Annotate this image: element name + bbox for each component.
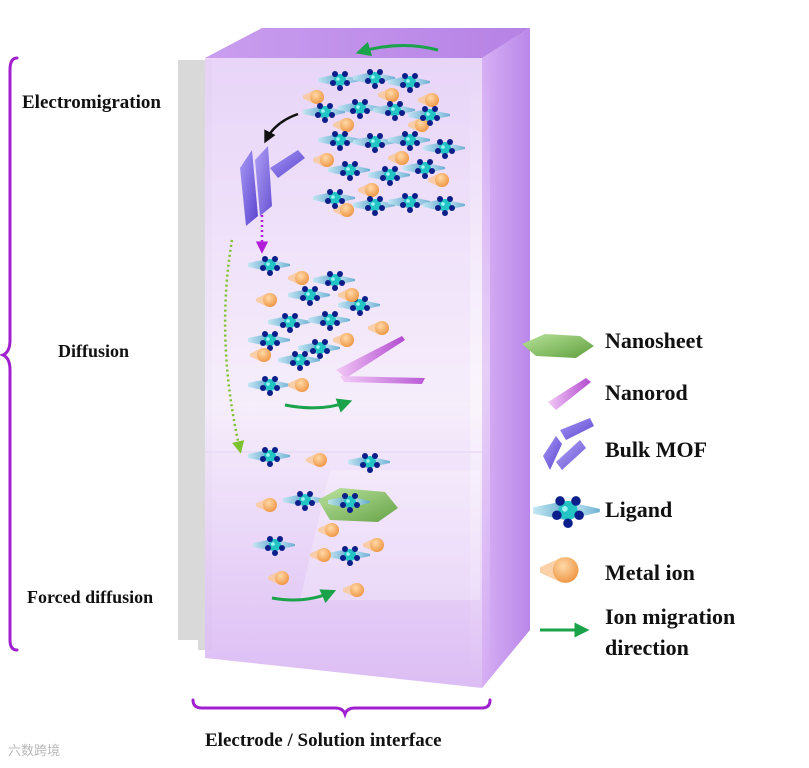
nanorod-legend-icon [548, 378, 591, 410]
stage-label-forced-diffusion: Forced diffusion [27, 587, 154, 607]
stage-label-electromigration: Electromigration [22, 92, 161, 113]
prism-top-face [205, 28, 530, 58]
electrode-plate [178, 60, 212, 650]
top-migration-arrow [355, 41, 439, 57]
stage-label-diffusion: Diffusion [58, 341, 130, 361]
bulk-mof-legend-icon [543, 418, 594, 470]
legend-label-metal-ion: Metal ion [605, 560, 695, 585]
legend-label-ligand: Ligand [605, 497, 673, 522]
forced-migration-arrow [271, 589, 337, 604]
legend-icons [522, 334, 600, 638]
legend-label-nanorod: Nanorod [605, 380, 688, 405]
ligand-legend-icon [533, 496, 600, 528]
prism-side-face [482, 28, 530, 688]
forced-diffusion-zone [248, 447, 398, 597]
nanorod-in-diagram-2 [340, 376, 425, 384]
interface-bracket [191, 698, 492, 719]
diffusion-zone [248, 256, 425, 396]
stage-bracket [0, 56, 19, 652]
watermark: 六数跨境 [8, 744, 61, 759]
legend-label-ion-migration: Ion migration [605, 604, 736, 629]
prism-glow [470, 60, 490, 680]
nanosheet-legend-icon [522, 334, 594, 358]
legend-label-bulk-mof: Bulk MOF [605, 437, 708, 462]
metal-ion-legend-icon [540, 557, 579, 583]
legend-label-nanosheet: Nanosheet [605, 328, 703, 353]
nanorod-in-diagram [336, 336, 405, 378]
interface-label: Electrode / Solution interface [205, 730, 442, 751]
bulk-mof-crystal [240, 146, 305, 226]
legend-label-direction: direction [605, 635, 689, 660]
curved-black-arrow [264, 112, 299, 144]
diffusion-migration-arrow [284, 398, 353, 413]
